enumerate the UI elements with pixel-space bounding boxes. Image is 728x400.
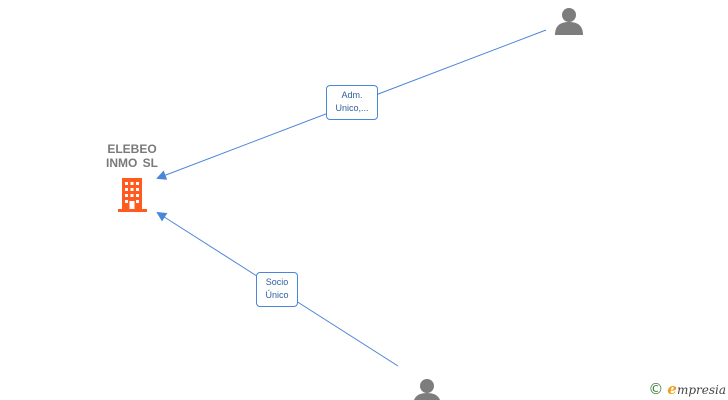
edge-label-line: Unico,... (335, 103, 369, 113)
edge-label-administrator[interactable]: Adm. Unico,... (326, 85, 378, 120)
building-icon[interactable] (118, 178, 148, 212)
person-icon[interactable] (413, 379, 441, 400)
brand-name-rest: mpresia (676, 383, 726, 397)
edge-label-partner[interactable]: Socio Único (256, 272, 298, 307)
edge-label-line: Único (265, 290, 289, 300)
copyright-icon: © (648, 380, 664, 398)
company-name[interactable]: ELEBEO INMO SL (106, 142, 158, 170)
brand-logo: empresia (667, 380, 726, 398)
edge-label-line: Socio (265, 277, 289, 287)
brand-watermark: © empresia (648, 380, 726, 398)
edge-label-line: Adm. (341, 90, 363, 100)
brand-initial: e (667, 380, 677, 398)
person-icon[interactable] (555, 8, 583, 35)
